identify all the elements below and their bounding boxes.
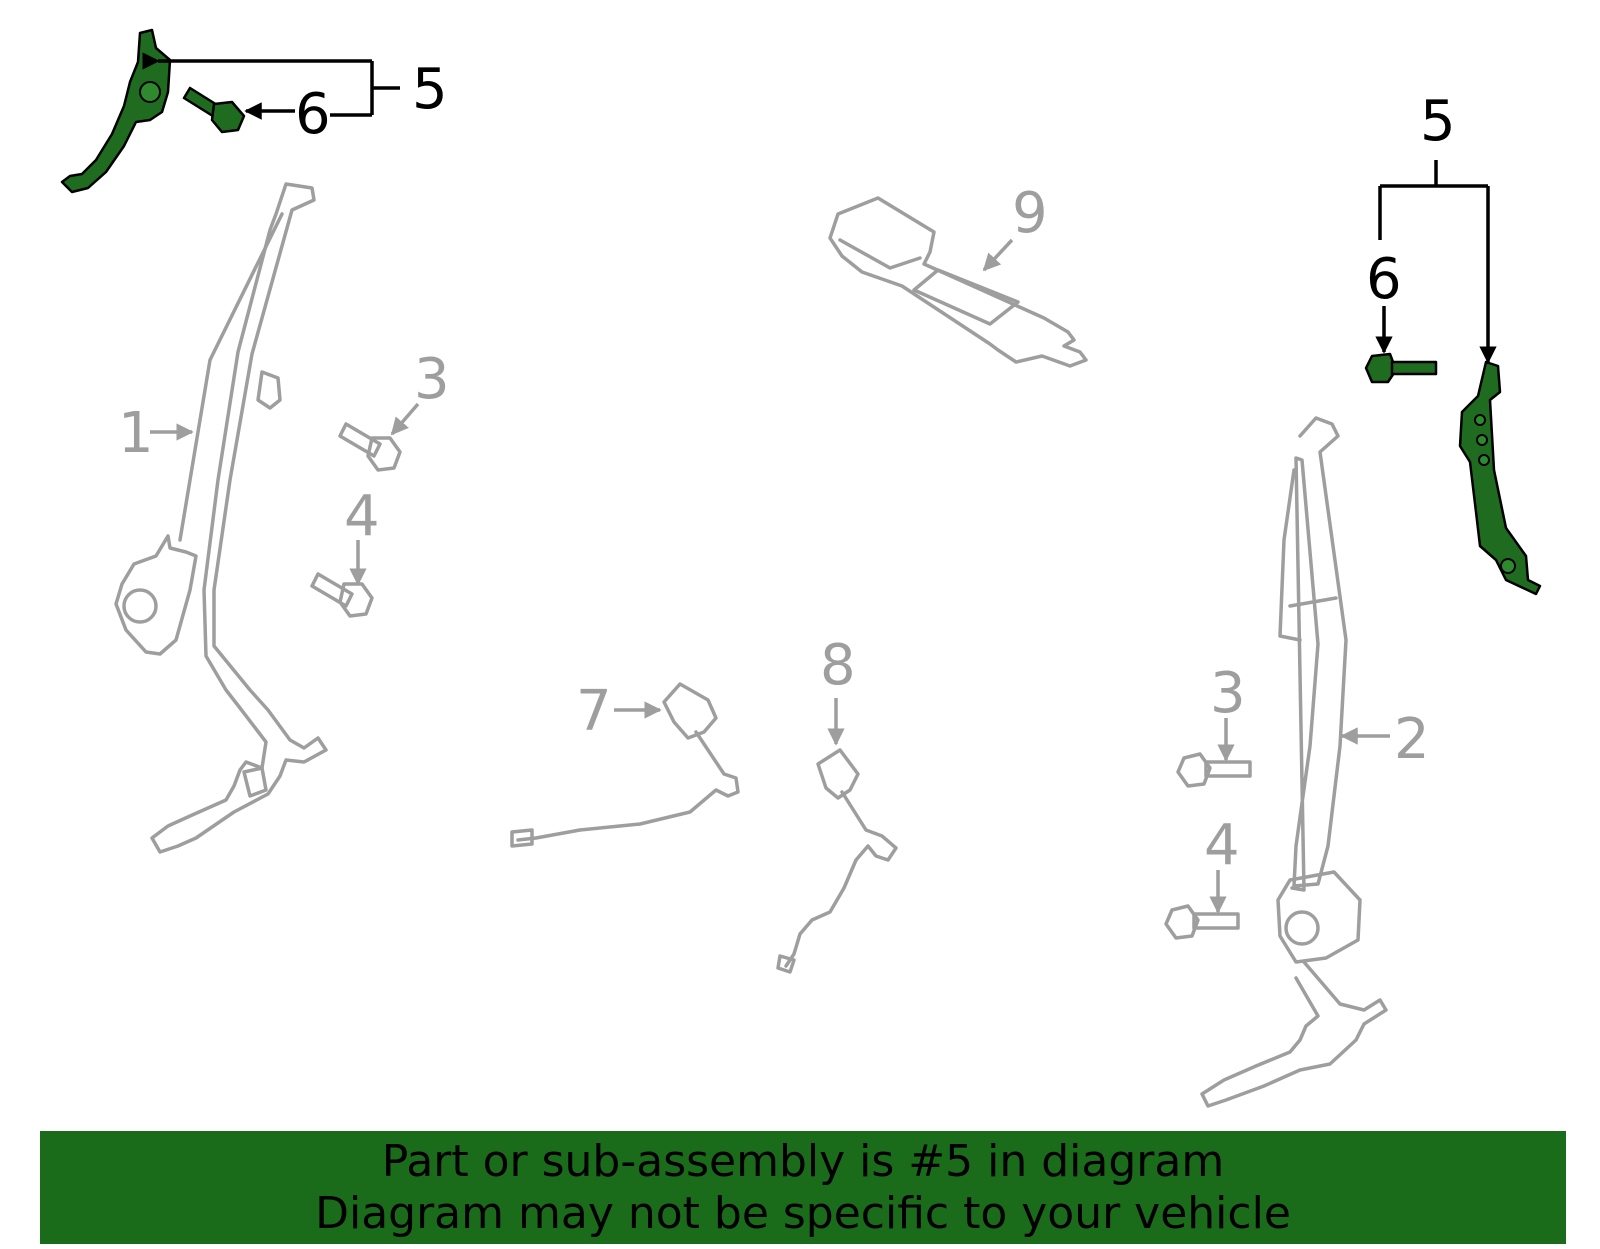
callout-label-8: 8 xyxy=(820,633,856,698)
callout-label-3-right: 3 xyxy=(1210,661,1246,726)
part-7-buckle[interactable] xyxy=(510,682,740,848)
part-2-seat-belt-right[interactable] xyxy=(1200,416,1388,1108)
part-4-bolt-right[interactable] xyxy=(1164,904,1240,940)
callout-label-4-left: 4 xyxy=(344,484,380,549)
callout-9 xyxy=(982,238,1014,272)
info-banner: Part or sub-assembly is #5 in diagram Di… xyxy=(40,1131,1566,1244)
callout-label-5-right: 5 xyxy=(1420,89,1456,154)
part-5-bracket-right[interactable] xyxy=(1458,360,1542,596)
callout-label-9: 9 xyxy=(1012,181,1048,246)
callout-label-1: 1 xyxy=(118,401,154,466)
callout-label-4-right: 4 xyxy=(1204,813,1240,878)
callout-label-5-top-left: 5 xyxy=(412,57,448,122)
part-9-buckle[interactable] xyxy=(828,196,1088,368)
banner-line-1: Part or sub-assembly is #5 in diagram xyxy=(381,1135,1225,1187)
part-6-bolt-left[interactable] xyxy=(182,86,246,134)
callout-label-2: 2 xyxy=(1394,707,1430,772)
callout-label-7: 7 xyxy=(576,679,612,744)
part-6-bolt-right[interactable] xyxy=(1364,352,1438,384)
banner-line-2: Diagram may not be specific to your vehi… xyxy=(315,1187,1291,1239)
part-3-bolt-left[interactable] xyxy=(338,422,402,472)
part-8-buckle[interactable] xyxy=(776,748,898,974)
part-4-bolt-left[interactable] xyxy=(310,572,374,618)
callout-label-3-left: 3 xyxy=(414,347,450,412)
callout-3-left xyxy=(390,402,420,436)
callout-5-6-bracket-left xyxy=(142,52,400,120)
callout-label-6-top-left: 6 xyxy=(295,82,331,147)
part-5-bracket-left[interactable] xyxy=(60,28,172,194)
callout-5-6-bracket-right xyxy=(1375,160,1497,364)
part-1-seat-belt-left[interactable] xyxy=(114,182,328,854)
part-3-bolt-right[interactable] xyxy=(1176,752,1252,788)
callout-label-6-right: 6 xyxy=(1366,247,1402,312)
